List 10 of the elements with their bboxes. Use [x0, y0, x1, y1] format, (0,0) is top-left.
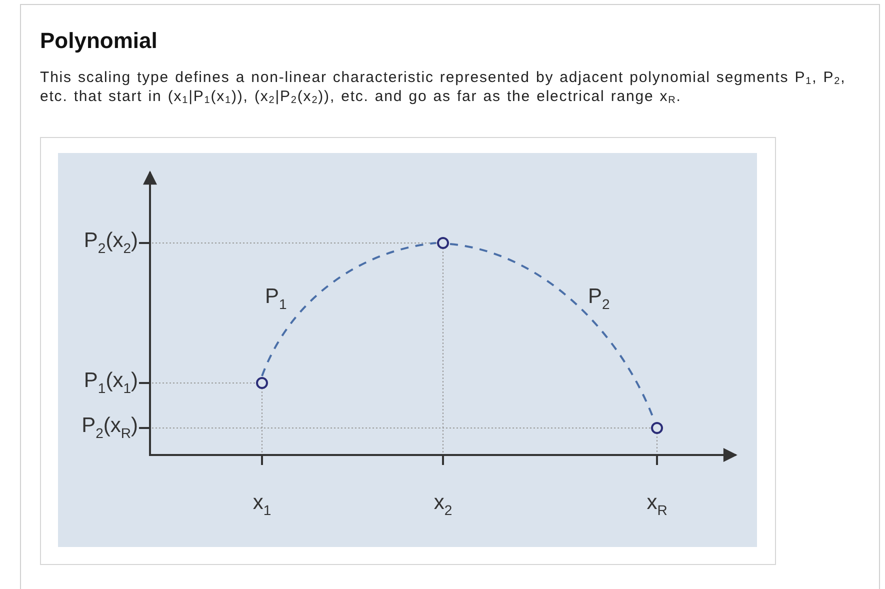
heading: Polynomial	[40, 28, 158, 54]
axis-label: x$_{1}$	[252, 491, 272, 515]
axis-label: x$_{2}$	[434, 491, 452, 515]
axis-label: x$_{R}$	[646, 491, 668, 515]
axis-label: P$_{2}$(x$_{R}$)	[82, 414, 138, 438]
axis-label: P$_{2}$(x$_{2}$)	[84, 229, 138, 253]
curve-label: P$_{2}$	[588, 285, 610, 309]
description-paragraph: This scaling type defines a non-linear characteristic represented by adjacent polynomial segments P$_{1}$, P$_{2}$, etc. that start in (x$_{1}$|P$_{1}$(x$_{1}$)), (x$_{2}$|P$_{2}$(x$_{2}$)), etc. and go as far as the electrical range x$_{R}$.	[40, 68, 847, 106]
axis-label: P$_{1}$(x$_{1}$)	[84, 369, 138, 393]
curve-label: P$_{1}$	[265, 285, 287, 309]
